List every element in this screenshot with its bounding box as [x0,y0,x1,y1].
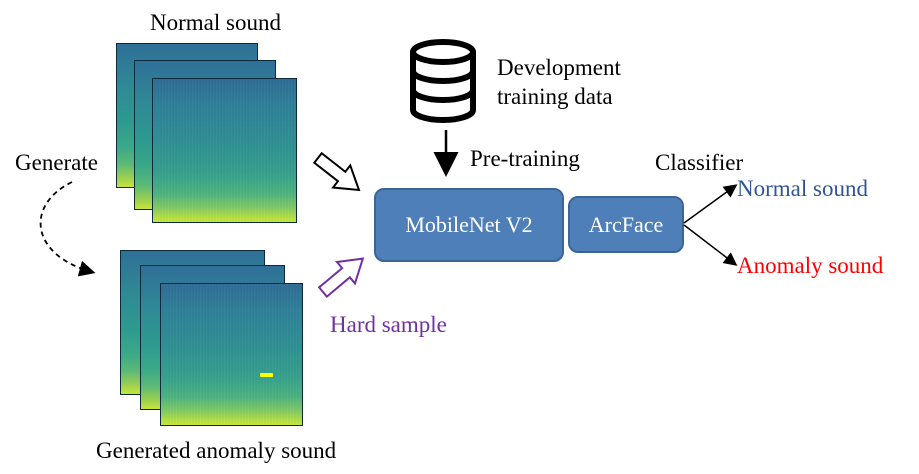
output-anomaly-arrow [683,224,738,266]
development-label-line2: training data [497,84,613,109]
mobilenet-v2-block: MobileNet V2 [374,188,564,262]
database-icon [410,39,476,123]
pre-training-label: Pre-training [470,146,580,171]
normal-sound-title: Normal sound [150,10,281,35]
generate-arrow [39,181,96,277]
anomaly-spectrogram-front [160,283,303,426]
output-normal-label: Normal sound [737,176,868,201]
arcface-block: ArcFace [568,196,684,253]
development-label-line1: Development [497,55,621,80]
generated-anomaly-title: Generated anomaly sound [96,438,337,463]
output-anomaly-label: Anomaly sound [737,253,884,278]
generate-label: Generate [15,150,98,175]
classifier-label: Classifier [655,150,744,175]
anomaly-marker [260,373,273,377]
normal-spectrogram-front [152,78,297,223]
hard-sample-label: Hard sample [330,312,447,337]
normal-to-model-arrow [312,151,361,192]
output-normal-arrow [683,184,738,224]
hard-sample-arrow [317,257,365,299]
